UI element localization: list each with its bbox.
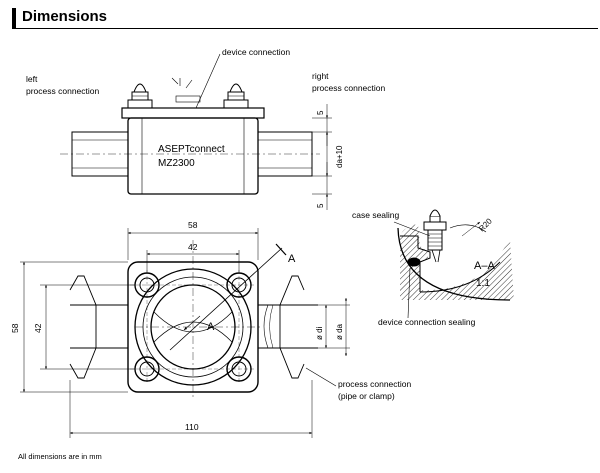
product-name-label: ASEPTconnect: [158, 144, 225, 155]
device-connection-sealing-label: device connection sealing: [378, 317, 476, 327]
section-detail: [393, 209, 514, 319]
page-title: Dimensions: [22, 8, 108, 25]
left-process-label-line2: process connection: [26, 86, 100, 96]
front-view: [20, 228, 350, 438]
side-view-labels: device connection left process connectio…: [26, 47, 386, 208]
process-connection-label-line2: (pipe or clamp): [338, 391, 395, 401]
top-plate: [121, 107, 265, 119]
dim-radius: R20: [477, 216, 494, 233]
dim-da-plus: da+10: [335, 145, 344, 168]
title-accent-bar: [12, 8, 16, 28]
section-title: A–A: [474, 260, 495, 272]
section-marker-top: A: [288, 253, 296, 265]
main-body: [127, 117, 259, 195]
dim-di: ø di: [315, 326, 324, 340]
dim-width-58: 58: [188, 220, 198, 230]
section-marker-center: A: [207, 321, 215, 333]
title-rule: [12, 28, 598, 29]
right-process-label-line2: process connection: [312, 83, 386, 93]
section-scale: 1:1: [476, 278, 490, 289]
left-process-label-line1: left: [26, 74, 38, 84]
footnote: All dimensions are in mm: [18, 452, 102, 461]
dim-height-42: 42: [33, 323, 43, 333]
product-model-label: MZ2300: [158, 158, 195, 169]
dim-bottom-offset: 5: [316, 203, 325, 208]
front-view-labels: 58 42 58 42 110 ø di ø da A A process co…: [10, 220, 412, 432]
process-connection-label-line1: process connection: [338, 379, 412, 389]
section-header: Dimensions: [0, 0, 600, 32]
dim-length-110: 110: [185, 422, 199, 432]
dim-top-offset: 5: [316, 110, 325, 115]
device-connection-label: device connection: [222, 47, 290, 57]
side-view: [60, 53, 332, 210]
case-sealing-label: case sealing: [352, 210, 400, 220]
dim-height-58: 58: [10, 323, 20, 333]
right-process-label-line1: right: [312, 71, 329, 81]
dim-da: ø da: [335, 323, 344, 340]
dim-width-42: 42: [188, 242, 198, 252]
